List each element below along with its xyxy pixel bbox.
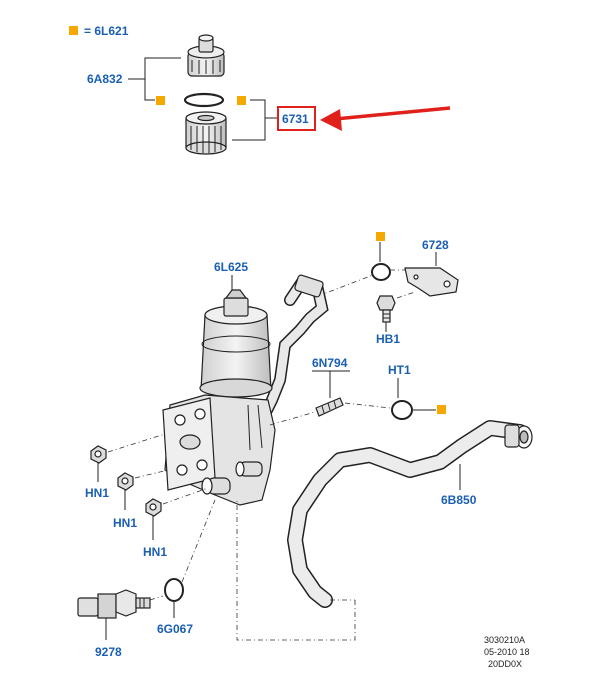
nut-HN1-a-icon <box>90 445 107 464</box>
bracket-6728-icon <box>404 267 459 297</box>
legend-marker-icon <box>69 26 78 35</box>
label-6N794: 6N794 <box>312 356 348 370</box>
label-HB1: HB1 <box>376 332 400 346</box>
label-6731: 6731 <box>282 112 309 126</box>
reference-line-3: 20DD0X <box>488 659 522 669</box>
bolt-HB1-icon <box>376 295 396 323</box>
filter-cap-icon <box>187 34 225 77</box>
label-HN1-b: HN1 <box>113 516 137 530</box>
label-HN1-c: HN1 <box>143 545 167 559</box>
hose-6B850-icon <box>287 420 533 608</box>
label-6B850: 6B850 <box>441 493 477 507</box>
nut-HN1-c-icon <box>145 498 162 517</box>
oil-filter-housing-icon <box>162 274 329 506</box>
filter-element-icon <box>185 111 227 155</box>
o-ring-6G067-icon <box>164 578 184 602</box>
label-HN1-a: HN1 <box>85 486 109 500</box>
label-HT1: HT1 <box>388 363 411 377</box>
label-6A832: 6A832 <box>87 72 123 86</box>
red-arrow-icon <box>320 106 451 131</box>
label-6728: 6728 <box>422 238 449 252</box>
kit-marker-left-icon <box>156 96 165 105</box>
o-ring-small-icon <box>371 263 391 281</box>
highlight-box-6731 <box>277 106 316 131</box>
label-6L625: 6L625 <box>214 260 248 274</box>
label-9278: 9278 <box>95 645 122 659</box>
stud-6N794-icon <box>315 397 344 417</box>
o-ring-icon <box>183 92 225 108</box>
marker-6728-icon <box>376 232 385 241</box>
legend-text: = 6L621 <box>84 24 129 38</box>
reference-line-2: 05-2010 18 <box>484 647 530 657</box>
kit-marker-right-icon <box>237 96 246 105</box>
label-6G067: 6G067 <box>157 622 193 636</box>
marker-HT1-icon <box>437 405 446 414</box>
reference-line-1: 3030210A <box>484 635 525 645</box>
pressure-switch-9278-icon <box>77 589 151 619</box>
o-ring-HT1-icon <box>391 400 413 420</box>
nut-HN1-b-icon <box>117 472 134 491</box>
